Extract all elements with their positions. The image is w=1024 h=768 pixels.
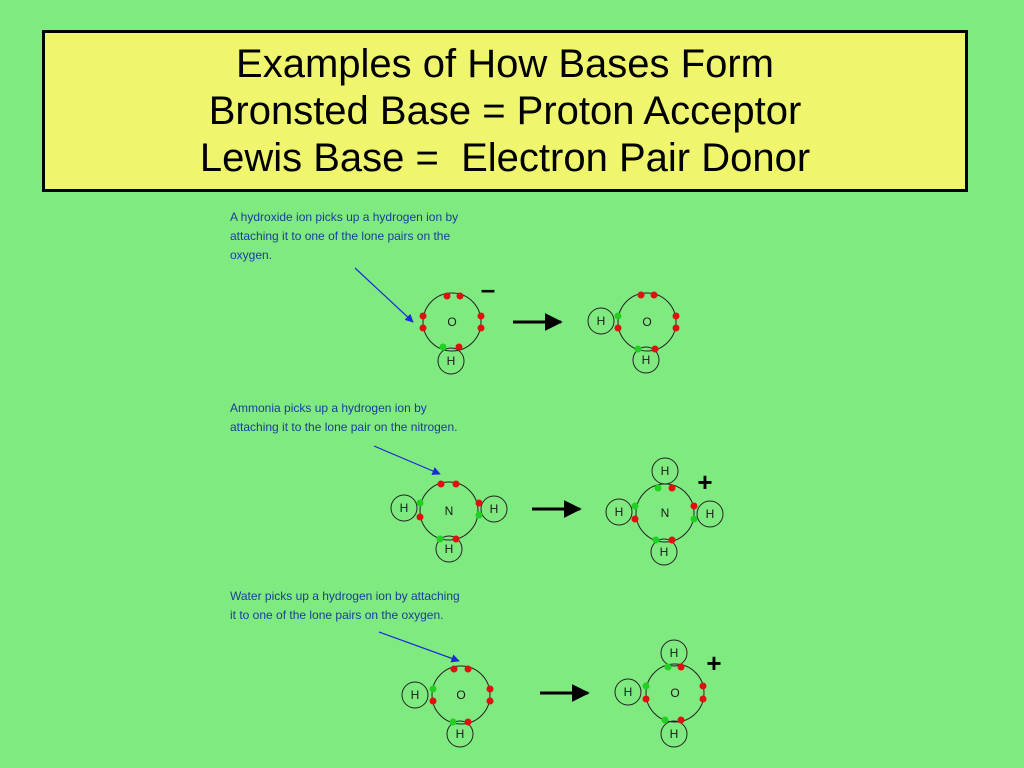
hydrogen-shell [446,720,474,748]
hydronium-molecule: O H H H + [614,639,722,748]
hydrogen-shell [587,307,615,335]
hydrogen-shell [435,535,463,563]
atom-label: O [670,686,679,700]
electron-dots [419,292,485,351]
atom-label: H [447,354,456,368]
atom-label: H [624,685,633,699]
water-product-molecule: O H H [587,291,680,374]
hydrogen-shell [632,346,660,374]
atom-label: H [661,464,670,478]
title-box: Examples of How Bases Form Bronsted Base… [42,30,968,192]
atom-label: H [660,545,669,559]
hydrogen-shell [660,720,688,748]
hydroxide-note: A hydroxide ion picks up a hydrogen ion … [230,210,459,262]
atom-label: N [445,504,454,518]
pointer-arrow-2 [373,445,441,475]
pointer-arrow-3 [378,631,460,663]
atom-label: H [597,314,606,328]
hydrogen-shell [696,500,724,528]
hydrogen-shell [390,494,418,522]
electron-dots [642,663,707,724]
atom-label: N [661,506,670,520]
atom-label: H [615,505,624,519]
water-note: Water picks up a hydrogen ion by attachi… [230,589,460,622]
electron-dots [429,665,494,726]
title-line-2: Bronsted Base = Proton Acceptor [208,88,802,133]
atom-label: H [445,542,454,556]
atom-label: O [456,688,465,702]
atom-label: H [642,353,651,367]
atom-label: H [456,727,465,741]
atom-label: O [447,315,456,329]
positive-charge: + [697,467,712,497]
oxygen-shell [617,292,677,352]
oxygen-shell [422,292,482,352]
atom-label: H [670,646,679,660]
electron-dots [416,480,483,543]
hydrogen-shell [660,639,688,667]
atom-label: H [670,727,679,741]
pointer-arrow-1 [354,267,414,323]
hydrogen-shell [651,457,679,485]
ammonia-molecule: N H H H [390,480,508,563]
nitrogen-shell [419,481,479,541]
hydrogen-shell [480,495,508,523]
atom-label: H [490,502,499,516]
ammonium-molecule: N H H H H + [605,457,724,566]
title-line-1: Examples of How Bases Form [236,41,774,86]
water-molecule: O H H [401,665,494,748]
electron-dots [614,291,680,353]
ammonia-note: Ammonia picks up a hydrogen ion by attac… [230,401,458,434]
atom-label: H [400,501,409,515]
hydrogen-shell [401,681,429,709]
atom-label: O [642,315,651,329]
atom-label: H [706,507,715,521]
atom-label: H [411,688,420,702]
oxygen-shell [431,665,491,725]
oxygen-shell [645,663,705,723]
hydrogen-shell [605,498,633,526]
hydroxide-molecule: O H – [419,274,495,375]
negative-charge: – [481,274,495,304]
positive-charge: + [706,648,721,678]
hydrogen-shell [650,538,678,566]
hydrogen-shell [614,678,642,706]
title-line-3: Lewis Base = Electron Pair Donor [199,135,811,180]
hydrogen-shell [437,347,465,375]
electron-dots [631,484,698,544]
